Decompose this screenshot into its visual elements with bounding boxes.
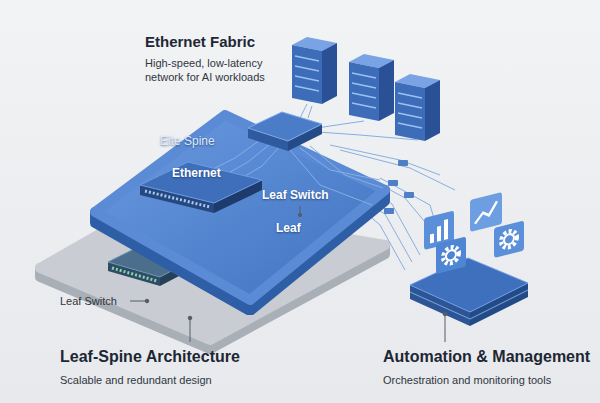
section-description: High-speed, low-latency network for AI w…: [145, 56, 285, 85]
section-description: Scalable and redundant design: [60, 373, 212, 387]
gear-icon: [494, 221, 524, 258]
server-rack: [292, 37, 337, 104]
management-appliance: [410, 258, 528, 326]
section-heading: Ethernet Fabric: [145, 32, 255, 52]
trend-icon: [470, 192, 502, 232]
server-rack: [349, 54, 394, 121]
chart-icon: [424, 211, 454, 250]
leaf-switch-label: Leaf Switch: [262, 188, 329, 202]
leaf-label: Leaf: [276, 221, 301, 235]
switch-ports: [112, 268, 157, 281]
spine-platform: Eite SpineEthernetLeaf SwitchLeaf: [90, 110, 390, 315]
platform-top: [95, 115, 385, 300]
platform-shape: [90, 110, 390, 315]
leaf-switch-front: [108, 262, 160, 286]
callout-label: Leaf Switch: [60, 294, 117, 308]
gear-icon: [436, 237, 466, 274]
spine-label: Eite Spine: [160, 134, 215, 148]
server-rack: [395, 74, 440, 141]
ethernet-label: Ethernet: [172, 166, 221, 180]
section-heading: Automation & Management: [383, 347, 590, 368]
section-heading: Leaf-Spine Architecture: [60, 347, 240, 368]
section-description: Orchestration and monitoring tools: [383, 373, 551, 387]
